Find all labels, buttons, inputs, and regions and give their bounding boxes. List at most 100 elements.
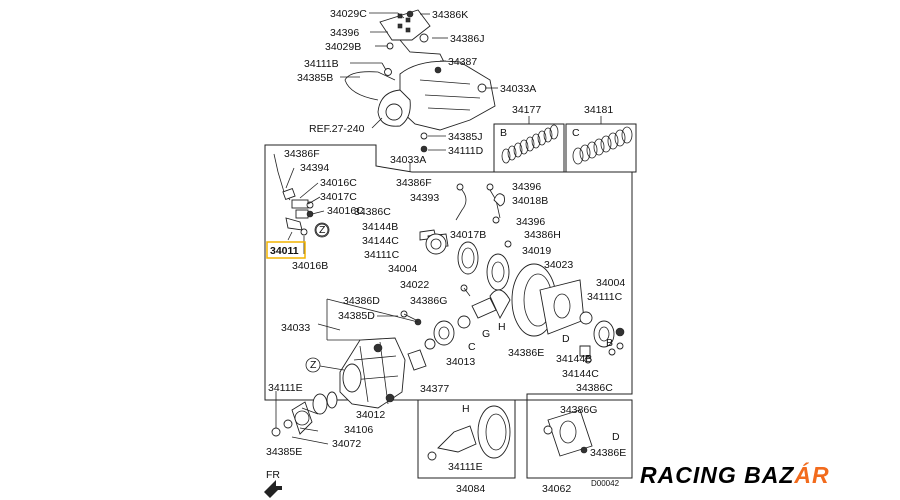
label-G: G xyxy=(482,328,490,340)
upper-diff-housing xyxy=(399,60,496,131)
label-Z-2: Z xyxy=(310,359,317,371)
label-34013: 34013 xyxy=(446,356,475,368)
diff-case xyxy=(539,279,585,335)
label-34386G: 34386G xyxy=(410,295,447,307)
label-box-B: B xyxy=(500,127,507,139)
label-D-2: D xyxy=(612,431,620,443)
label-34019: 34019 xyxy=(522,245,551,257)
label-34386K: 34386K xyxy=(432,9,468,21)
label-34111D: 34111D xyxy=(448,145,484,157)
breather-hose xyxy=(344,71,396,101)
label-34017C: 34017C xyxy=(320,191,357,203)
label-34144B: 34144B xyxy=(362,221,398,233)
lower-leader-lines xyxy=(275,298,419,445)
label-34386G-2: 34386G xyxy=(560,404,597,416)
bearing-34013 xyxy=(433,320,455,346)
label-34018B: 34018B xyxy=(512,195,548,207)
label-34181: 34181 xyxy=(584,104,613,116)
label-34111E: 34111E xyxy=(268,382,303,394)
label-34017B: 34017B xyxy=(450,229,486,241)
label-box-C: C xyxy=(572,127,580,139)
front-arrow-icon xyxy=(264,480,282,498)
label-34386E: 34386E xyxy=(508,347,544,359)
label-34004: 34004 xyxy=(388,263,417,275)
label-34386E-2: 34386E xyxy=(590,447,626,459)
label-34016C-2: 34016C xyxy=(327,205,364,217)
oil-seal xyxy=(425,233,447,255)
label-34029C: 34029C xyxy=(330,8,367,20)
brand-logo: RACING BAZÁR xyxy=(640,462,890,494)
label-34004-right: 34004 xyxy=(596,277,625,289)
diagram-code: D00042 xyxy=(591,479,620,488)
label-34387: 34387 xyxy=(448,56,477,68)
highlight-box xyxy=(266,241,306,259)
label-D: D xyxy=(562,333,570,345)
label-34012: 34012 xyxy=(356,409,385,421)
zoom-circle-2 xyxy=(305,357,321,373)
middle-parts xyxy=(400,183,625,371)
label-34386J: 34386J xyxy=(450,33,484,45)
label-34393: 34393 xyxy=(410,192,439,204)
label-34072: 34072 xyxy=(332,438,361,450)
label-34033A-top: 34033A xyxy=(500,83,536,95)
label-34111B: 34111B xyxy=(304,58,339,70)
label-34386H: 34386H xyxy=(524,229,561,241)
label-34386C-mid: 34386C xyxy=(354,206,391,218)
label-34016C: 34016C xyxy=(320,177,357,189)
brand-accent: ÁR xyxy=(794,462,830,488)
label-34033A-main: 34033A xyxy=(390,154,426,166)
label-B: B xyxy=(606,337,613,349)
bracket-arm xyxy=(399,39,445,65)
pinion-ring-set xyxy=(427,405,511,461)
top-housing-group xyxy=(344,9,496,153)
label-34144C: 34144C xyxy=(362,235,399,247)
label-34396-mid: 34396 xyxy=(512,181,541,193)
label-Z-1: Z xyxy=(319,224,326,236)
label-34386F-mid: 34386F xyxy=(396,177,432,189)
label-34111C-right: 34111C xyxy=(587,291,623,303)
sensor-leader-lines xyxy=(273,153,325,254)
label-34033: 34033 xyxy=(281,322,310,334)
label-34177: 34177 xyxy=(512,104,541,116)
sub-box-34062 xyxy=(526,399,633,479)
label-H-2: H xyxy=(462,403,470,415)
label-FR: FR xyxy=(266,469,280,481)
label-34016B: 34016B xyxy=(292,260,328,272)
spring-box-B xyxy=(493,116,565,173)
label-34111C: 34111C xyxy=(364,249,400,261)
bearing-34004 xyxy=(457,241,479,275)
label-H: H xyxy=(498,321,506,333)
axle-flange-group xyxy=(271,391,338,437)
top-leader-lines xyxy=(340,12,498,151)
label-ref: REF.27-240 xyxy=(309,123,365,135)
brand-text: RACING BAZ xyxy=(640,462,795,488)
label-34111E-2: 34111E xyxy=(448,461,483,473)
label-34029B: 34029B xyxy=(325,41,361,53)
label-34062: 34062 xyxy=(542,483,571,495)
label-34144B-2: 34144B xyxy=(556,353,592,365)
label-34396-top: 34396 xyxy=(330,27,359,39)
diff-assembly xyxy=(543,409,593,457)
label-34386D: 34386D xyxy=(343,295,380,307)
label-34022: 34022 xyxy=(400,279,429,291)
label-34394: 34394 xyxy=(300,162,329,174)
lower-housing-34033 xyxy=(339,337,406,409)
sub-box-34084 xyxy=(417,399,516,479)
spring-box-C xyxy=(565,116,637,173)
label-34386F-left: 34386F xyxy=(284,148,320,160)
zoom-circle-1 xyxy=(314,222,330,238)
part-labels: 34029C 34386K 34396 34386J 34029B 34111B… xyxy=(266,8,626,495)
label-34386C-2: 34386C xyxy=(576,382,613,394)
label-C: C xyxy=(468,341,476,353)
label-34377: 34377 xyxy=(420,383,449,395)
label-34084: 34084 xyxy=(456,483,485,495)
label-34144C-2: 34144C xyxy=(562,368,599,380)
label-34106: 34106 xyxy=(344,424,373,436)
label-34385B: 34385B xyxy=(297,72,333,84)
label-34011: 34011 xyxy=(270,245,299,257)
label-34385J: 34385J xyxy=(448,131,482,143)
label-34385E: 34385E xyxy=(266,446,302,458)
label-34023: 34023 xyxy=(544,259,573,271)
bolt-34386J xyxy=(419,33,429,43)
